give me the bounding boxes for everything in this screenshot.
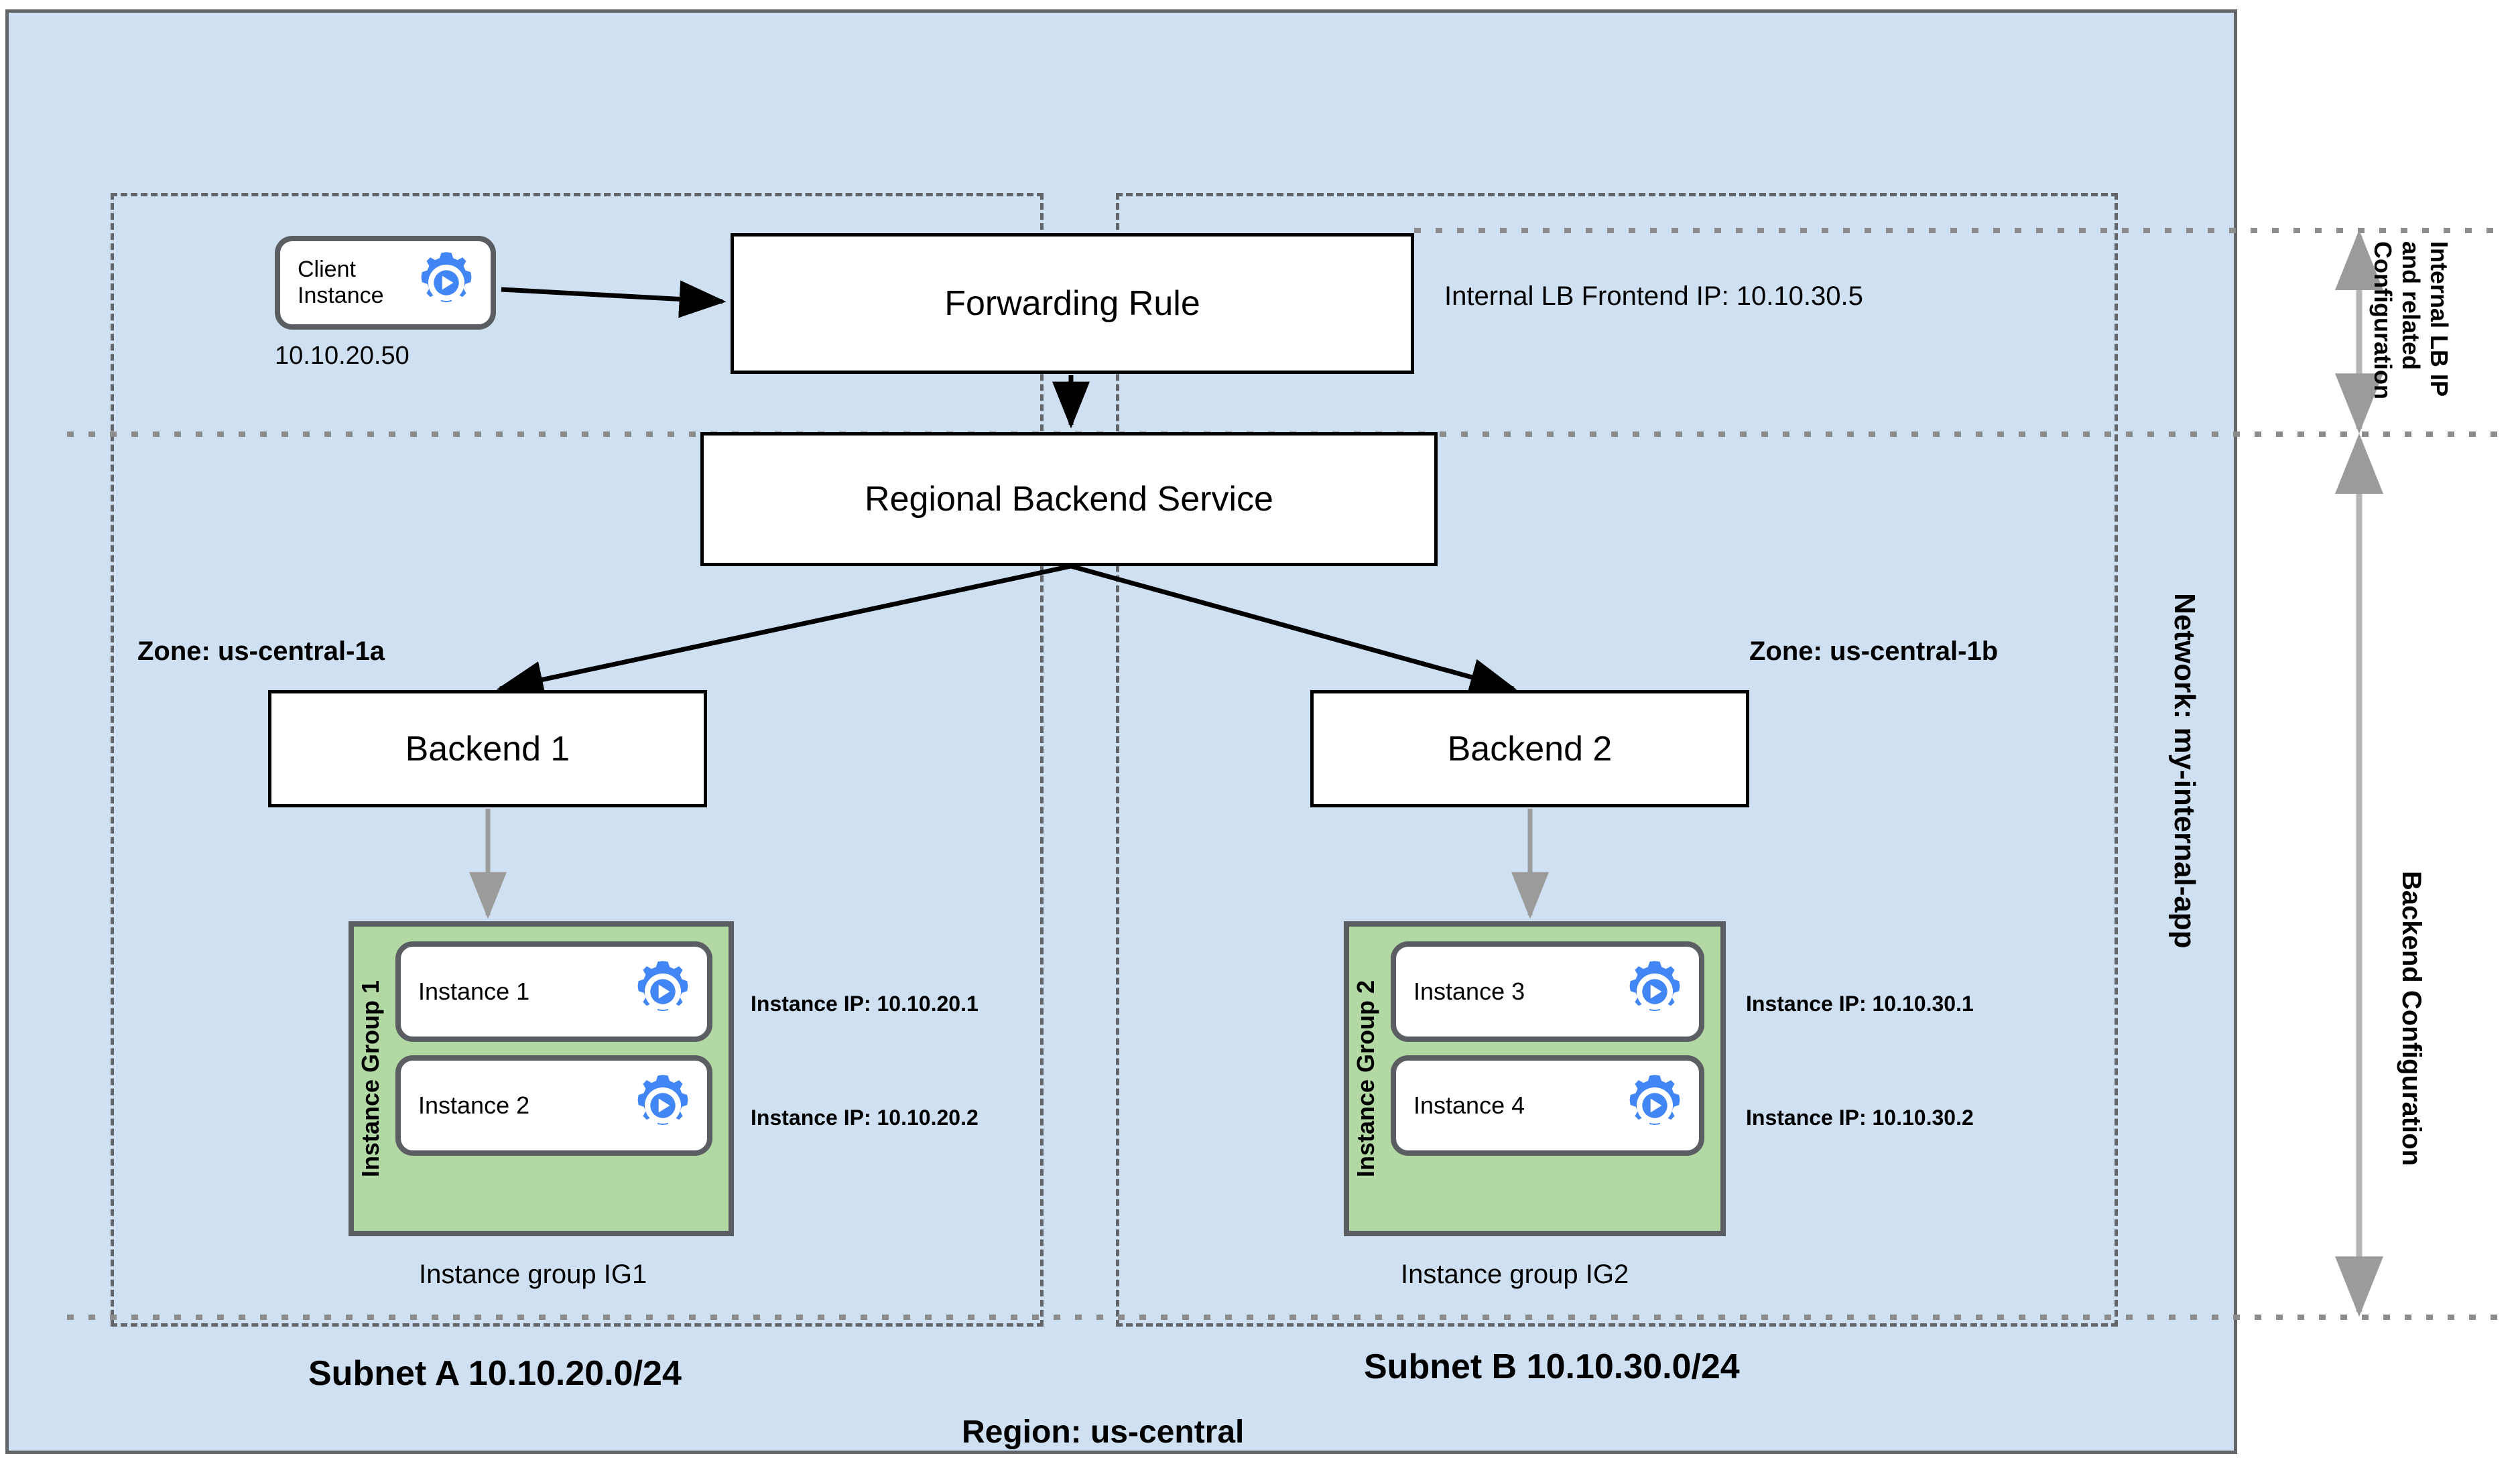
regional-backend-service-box[interactable]: Regional Backend Service — [700, 432, 1438, 566]
backend-2-box[interactable]: Backend 2 — [1310, 690, 1749, 807]
instance-3-ip-label: Instance IP: 10.10.30.1 — [1746, 992, 1974, 1016]
instance-1-label: Instance 1 — [418, 978, 530, 1006]
instance-2-label: Instance 2 — [418, 1091, 530, 1120]
backend-1-box[interactable]: Backend 1 — [268, 690, 707, 807]
instance-group-2-title: Instance Group 2 — [1345, 927, 1387, 1231]
compute-instance-gear-icon — [1620, 957, 1690, 1026]
subnet-a-container — [111, 193, 1044, 1327]
instance-group-2-caption: Instance group IG2 — [1401, 1260, 1629, 1289]
subnet-a-label: Subnet A 10.10.20.0/24 — [308, 1354, 682, 1393]
region-label: Region: us-central — [962, 1414, 1245, 1450]
client-instance-node[interactable]: Client Instance — [275, 236, 496, 330]
compute-instance-gear-icon — [628, 1071, 698, 1140]
zone-a-label: Zone: us-central-1a — [137, 637, 385, 666]
regional-backend-service-label: Regional Backend Service — [865, 480, 1273, 519]
instance-3-node[interactable]: Instance 3 — [1391, 941, 1704, 1042]
instance-1-ip-label: Instance IP: 10.10.20.1 — [751, 992, 979, 1016]
forwarding-rule-label: Forwarding Rule — [944, 284, 1200, 323]
client-instance-ip: 10.10.20.50 — [275, 342, 410, 370]
lb-config-annotation: Internal LB IP and related Configuration — [2369, 241, 2454, 399]
compute-instance-gear-icon — [412, 248, 481, 318]
instance-4-ip-label: Instance IP: 10.10.30.2 — [1746, 1106, 1974, 1130]
instance-group-1-title-text: Instance Group 1 — [357, 980, 385, 1178]
client-instance-label: Client Instance — [298, 256, 384, 308]
instance-group-2-title-text: Instance Group 2 — [1352, 980, 1380, 1178]
instance-2-ip-label: Instance IP: 10.10.20.2 — [751, 1106, 979, 1130]
compute-instance-gear-icon — [1620, 1071, 1690, 1140]
instance-4-node[interactable]: Instance 4 — [1391, 1055, 1704, 1156]
instance-1-node[interactable]: Instance 1 — [395, 941, 712, 1042]
backend-1-label: Backend 1 — [405, 729, 570, 769]
instance-2-node[interactable]: Instance 2 — [395, 1055, 712, 1156]
instance-group-1-title: Instance Group 1 — [350, 927, 391, 1231]
instance-4-label: Instance 4 — [1413, 1091, 1525, 1120]
subnet-b-label: Subnet B 10.10.30.0/24 — [1364, 1347, 1740, 1386]
forwarding-rule-box[interactable]: Forwarding Rule — [731, 233, 1414, 374]
instance-group-1-container: Instance Group 1 Instance 1 Instance 2 — [349, 921, 734, 1236]
instance-3-label: Instance 3 — [1413, 978, 1525, 1006]
backend-2-label: Backend 2 — [1447, 729, 1613, 769]
network-name-label: Network: my-internal-app — [2168, 593, 2201, 949]
lb-frontend-ip-label: Internal LB Frontend IP: 10.10.30.5 — [1444, 281, 1863, 311]
subnet-b-container — [1116, 193, 2118, 1327]
backend-config-annotation: Backend Configuration — [2397, 871, 2426, 1166]
instance-group-2-container: Instance Group 2 Instance 3 Instance 4 — [1344, 921, 1726, 1236]
instance-group-1-caption: Instance group IG1 — [419, 1260, 647, 1289]
compute-instance-gear-icon — [628, 957, 698, 1026]
zone-b-label: Zone: us-central-1b — [1749, 637, 1999, 666]
